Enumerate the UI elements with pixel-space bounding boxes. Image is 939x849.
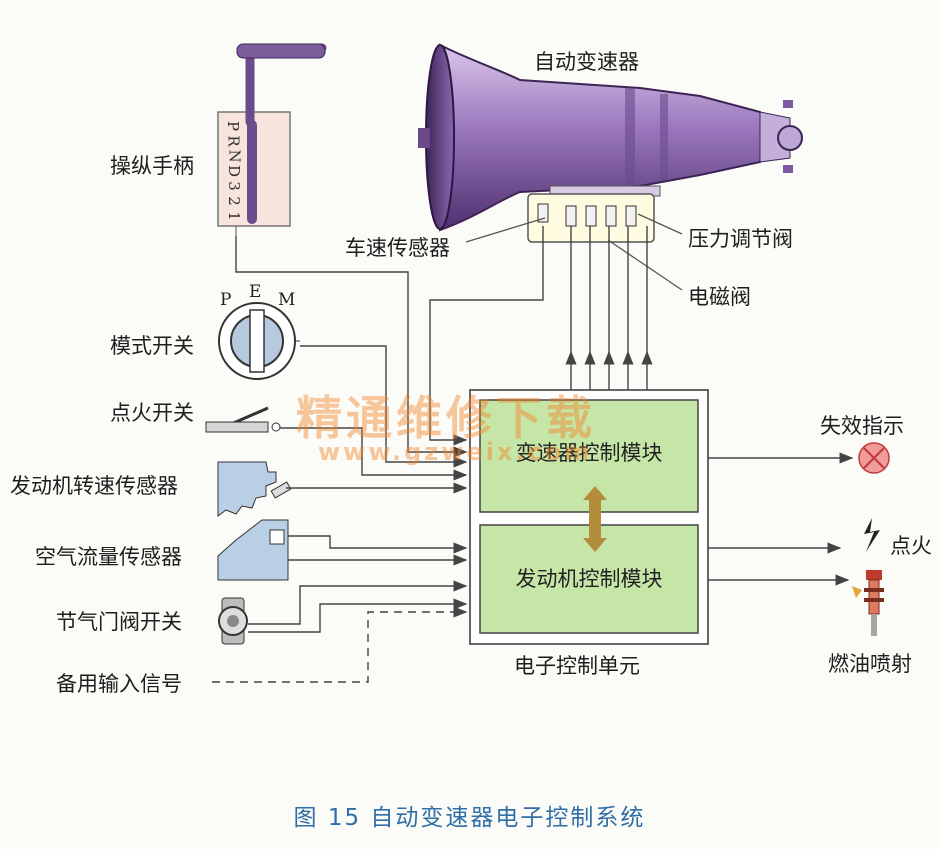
shift-lever-graphic xyxy=(217,43,327,236)
gear-letter: N xyxy=(225,149,244,163)
fuel-injection-label: 燃油喷射 xyxy=(828,652,912,676)
watermark-text: 精通维修下载 xyxy=(296,391,596,445)
airflow-sensor-graphic xyxy=(217,519,289,581)
pressure-valve-label: 压力调节阀 xyxy=(688,227,793,251)
throttle-switch-label: 节气门阀开关 xyxy=(56,610,182,634)
mode-letter-p: P xyxy=(220,290,232,310)
mode-letter-e: E xyxy=(249,282,262,302)
ignition-label: 点火 xyxy=(890,534,932,558)
shift-lever-label: 操纵手柄 xyxy=(110,154,194,178)
solenoid-label: 电磁阀 xyxy=(688,285,751,309)
engine-speed-sensor-label: 发动机转速传感器 xyxy=(10,474,178,498)
tcm-label: 变速器控制模块 xyxy=(515,441,663,465)
fail-indicator-lamp xyxy=(858,442,890,474)
mode-letter-m: M xyxy=(278,290,296,310)
ignition-bolt-icon xyxy=(864,518,880,552)
module-link-arrow xyxy=(583,486,607,552)
figure-caption: 图 15 自动变速器电子控制系统 xyxy=(293,805,646,831)
throttle-switch-graphic xyxy=(218,597,248,645)
valve-body xyxy=(527,193,655,243)
mode-switch-graphic xyxy=(218,302,300,380)
ecu-label: 电子控制单元 xyxy=(514,654,640,678)
speed-sensor-label: 车速传感器 xyxy=(345,236,450,260)
ecm-label: 发动机控制模块 xyxy=(515,567,663,591)
gear-letter: P xyxy=(224,120,243,132)
gear-letter: 1 xyxy=(224,211,243,221)
backup-input-label: 备用输入信号 xyxy=(56,672,182,696)
airflow-sensor-label: 空气流量传感器 xyxy=(35,545,182,569)
fail-indicator-label: 失效指示 xyxy=(820,414,904,438)
transmission-label: 自动变速器 xyxy=(534,50,639,74)
gear-letter: 2 xyxy=(224,196,243,206)
gear-letter: 3 xyxy=(224,181,243,191)
watermark-url: www.gzweix.com xyxy=(318,438,593,466)
transmission-graphic xyxy=(418,43,803,232)
gear-letter: D xyxy=(225,164,244,178)
engine-speed-sensor-graphic xyxy=(217,461,292,517)
mode-switch-label: 模式开关 xyxy=(110,334,194,358)
fuel-injector-graphic xyxy=(852,570,884,636)
ignition-switch-label: 点火开关 xyxy=(110,401,194,425)
ignition-switch-graphic xyxy=(205,406,281,433)
gear-letter: R xyxy=(224,135,243,147)
